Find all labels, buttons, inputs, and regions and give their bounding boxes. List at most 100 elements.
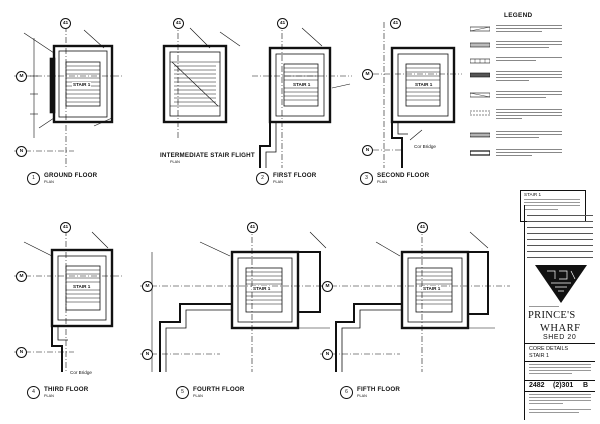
stair-label: STAIR 1 xyxy=(72,82,92,87)
divider xyxy=(525,380,595,381)
legend-entry xyxy=(468,56,593,68)
cor-bridge-note: Cor Bridge xyxy=(414,144,436,149)
divider xyxy=(525,361,595,362)
fourth-floor-drawing xyxy=(140,226,330,372)
stair-note-text xyxy=(524,199,580,210)
legend-symbol xyxy=(470,92,490,98)
plan-title: INTERMEDIATE STAIR FLIGHT xyxy=(160,152,255,159)
plan-second-floor: 41 M N STAIR 1 xyxy=(362,18,462,168)
revision-row xyxy=(527,221,593,228)
drawing-code: (2)301 xyxy=(553,382,574,389)
cor-bridge-note: Cor Bridge xyxy=(70,370,92,375)
legend-symbol xyxy=(470,72,490,78)
revision-row xyxy=(527,245,593,252)
grid-bubble-n: N xyxy=(16,146,27,157)
plan-title: FIFTH FLOOR xyxy=(357,386,401,393)
legend-entry xyxy=(468,70,593,82)
divider xyxy=(525,391,595,392)
third-floor-drawing xyxy=(14,230,124,372)
legend-entry xyxy=(468,148,593,160)
title-block: PRINCE'S WHARF SHED 20 CORE DETAILS STAI… xyxy=(524,205,595,420)
plan-scale-label: PLAN xyxy=(193,394,203,398)
stair-label: STAIR 1 xyxy=(292,82,312,87)
revision-letter: B xyxy=(583,382,589,389)
revision-row xyxy=(527,227,593,234)
legend-entry xyxy=(468,108,593,120)
legend-text xyxy=(496,25,562,34)
stair-label: STAIR 1 xyxy=(422,286,442,291)
plan-third-floor: 41 M N STAIR 1 xyxy=(14,222,124,372)
plan-fifth-floor: 41 M N STAIR 1 xyxy=(320,222,510,372)
grid-bubble-41: 41 xyxy=(277,18,288,29)
plan-title: FOURTH FLOOR xyxy=(193,386,245,393)
legend-text xyxy=(496,57,562,63)
project-name-line3: SHED 20 xyxy=(543,334,577,341)
plan-scale-label: PLAN xyxy=(377,180,387,184)
project-label xyxy=(529,306,559,307)
revision-row xyxy=(527,209,593,216)
grid-bubble-41: 41 xyxy=(60,222,71,233)
legend: LEGEND xyxy=(468,12,593,187)
grid-bubble-m: M xyxy=(142,281,153,292)
legend-text xyxy=(496,71,562,83)
intermediate-flight-drawing xyxy=(162,22,241,138)
copyright-text xyxy=(529,409,591,415)
legend-title: LEGEND xyxy=(504,12,533,19)
grid-bubble-41: 41 xyxy=(173,18,184,29)
stair-note-title: STAIR 1 xyxy=(524,192,542,197)
plan-ground-floor: 41 M N STAIR 1 xyxy=(14,18,124,168)
plan-number: 3 xyxy=(360,172,373,185)
plan-number: 1 xyxy=(27,172,40,185)
fifth-floor-drawing xyxy=(320,226,510,372)
notes-text xyxy=(529,394,591,406)
plan-number: 2 xyxy=(256,172,269,185)
legend-symbol xyxy=(470,26,490,32)
plan-title: GROUND FLOOR xyxy=(44,172,98,179)
legend-entry xyxy=(468,40,593,52)
revision-row xyxy=(527,215,593,222)
plan-number: 6 xyxy=(340,386,353,399)
legend-text xyxy=(496,149,562,158)
plan-scale-label: PLAN xyxy=(357,394,367,398)
first-floor-drawing xyxy=(252,22,352,168)
legend-symbol xyxy=(470,132,490,138)
grid-bubble-n: N xyxy=(362,145,373,156)
grid-bubble-m: M xyxy=(16,271,27,282)
project-name-line1: PRINCE'S xyxy=(528,310,576,321)
drawing-title-line2: STAIR 1 xyxy=(529,353,549,359)
stair-label: STAIR 1 xyxy=(414,82,434,87)
legend-text xyxy=(496,41,562,50)
divider xyxy=(525,343,595,344)
grid-bubble-n: N xyxy=(322,349,333,360)
grid-bubble-m: M xyxy=(362,69,373,80)
legend-symbol xyxy=(470,110,490,116)
legend-entry xyxy=(468,24,593,36)
grid-bubble-m: M xyxy=(322,281,333,292)
legend-symbol xyxy=(470,42,490,48)
plan-scale-label: PLAN xyxy=(44,394,54,398)
grid-bubble-41: 41 xyxy=(60,18,71,29)
legend-entry xyxy=(468,130,593,142)
legend-text xyxy=(496,109,562,121)
drawing-number: 2482 xyxy=(529,382,545,389)
plan-number: 5 xyxy=(176,386,189,399)
drawing-title-line1: CORE DETAILS xyxy=(529,346,569,352)
plan-number: 4 xyxy=(27,386,40,399)
grid-bubble-41: 41 xyxy=(390,18,401,29)
plan-title: SECOND FLOOR xyxy=(377,172,430,179)
plan-first-floor: 41 STAIR 1 xyxy=(252,18,352,168)
stair-label: STAIR 1 xyxy=(252,286,272,291)
plan-scale-label: PLAN xyxy=(170,160,180,164)
plan-scale-label: PLAN xyxy=(273,180,283,184)
project-name-line2: WHARF xyxy=(540,323,581,334)
revision-row xyxy=(527,233,593,240)
plan-scale-label: PLAN xyxy=(44,180,54,184)
revision-row xyxy=(527,251,593,258)
second-floor-drawing xyxy=(362,22,462,168)
plan-intermediate-flight: 41 xyxy=(150,18,250,138)
revision-row xyxy=(527,239,593,246)
legend-entry xyxy=(468,90,593,102)
ground-floor-drawing xyxy=(14,26,124,168)
grid-bubble-n: N xyxy=(16,347,27,358)
